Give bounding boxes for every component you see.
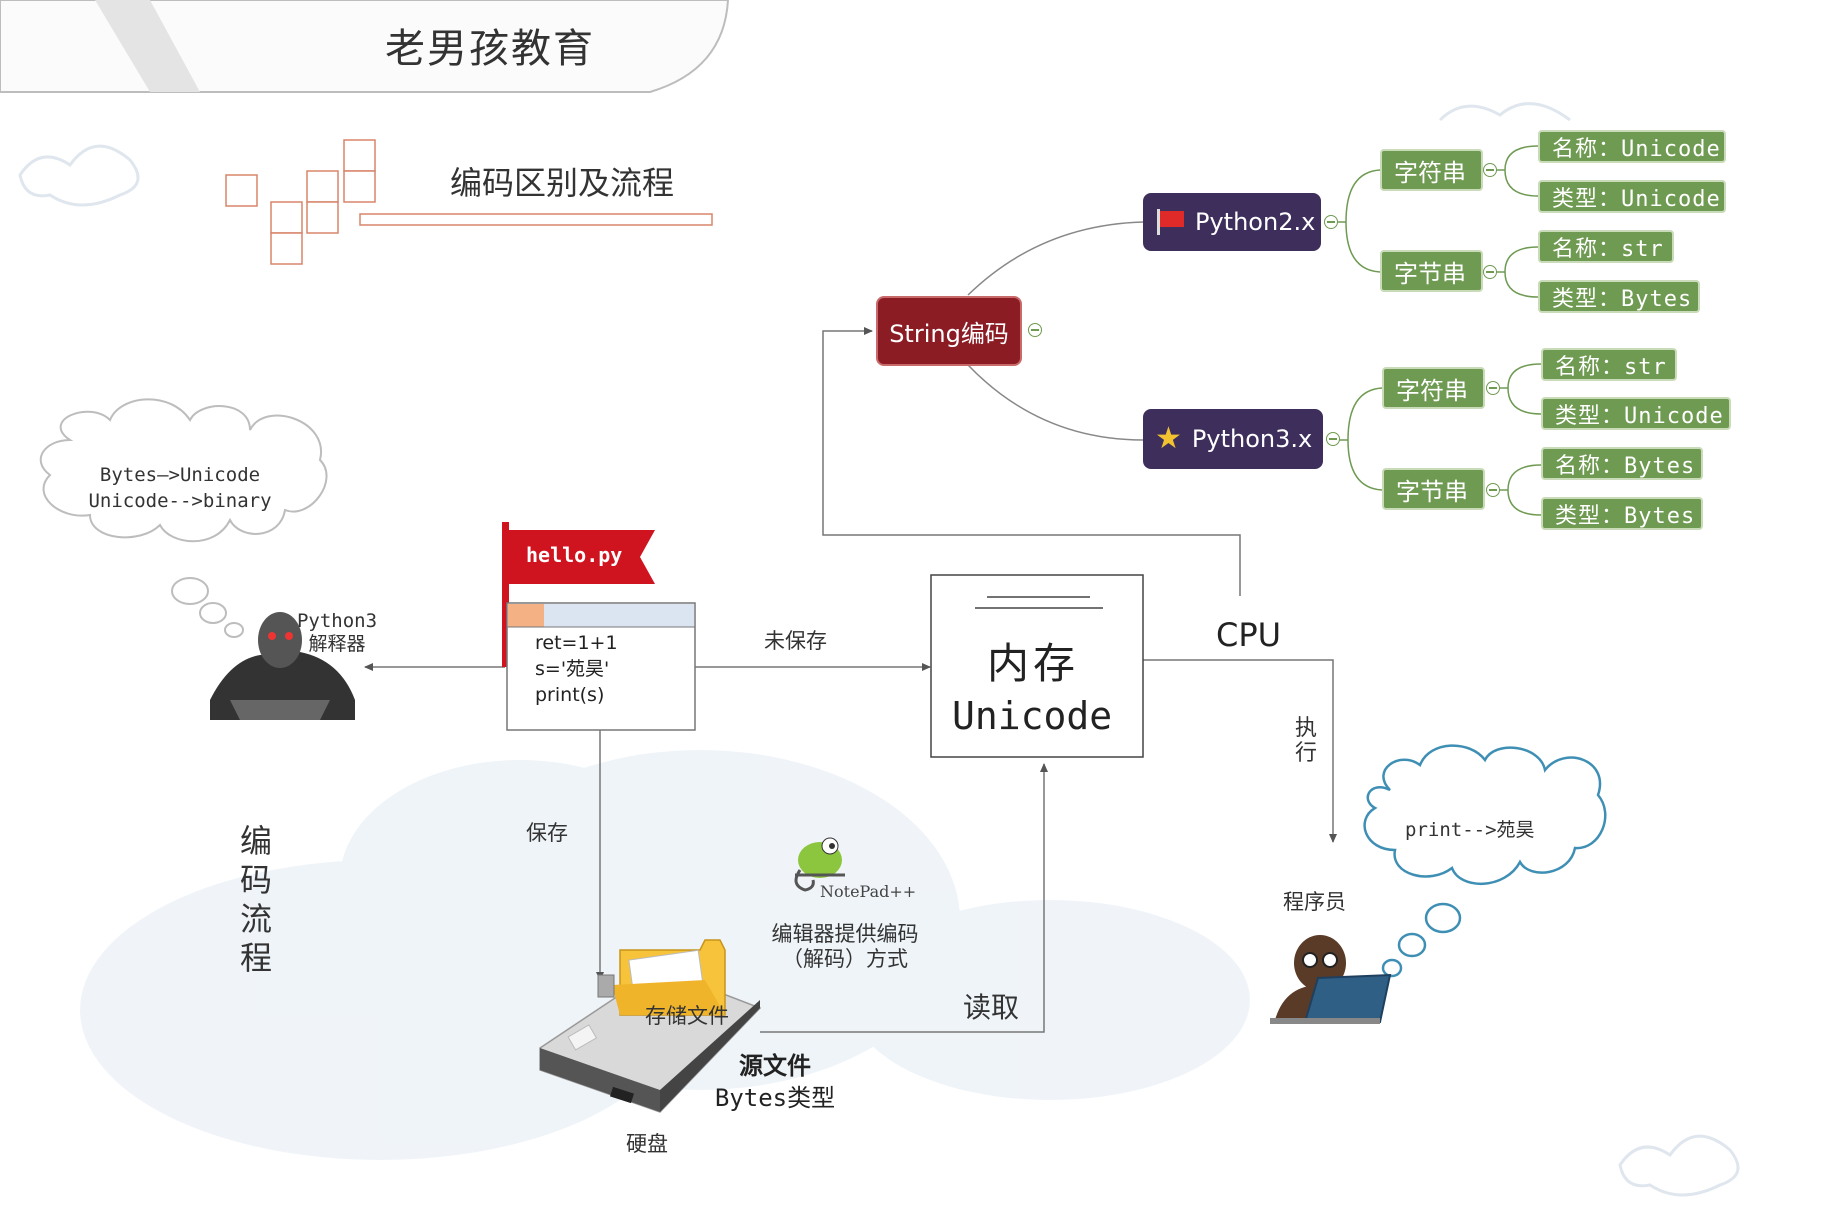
programmer-icon bbox=[1270, 935, 1392, 1024]
collapse-toggle-icon[interactable] bbox=[1483, 265, 1497, 279]
programmer-thought-text: print-->苑昊 bbox=[1405, 819, 1535, 841]
thought-cloud-programmer bbox=[1363, 744, 1607, 978]
star-icon: ★ bbox=[1155, 421, 1182, 456]
background-cloud-decoration bbox=[80, 750, 1250, 1160]
interpreter-label: Python3 解释器 bbox=[296, 610, 378, 655]
code-window bbox=[506, 602, 696, 731]
py3-str-type-tag: 类型：Unicode bbox=[1541, 397, 1731, 430]
read-label: 读取 bbox=[963, 991, 1020, 1024]
programmer-label: 程序员 bbox=[1283, 890, 1346, 914]
disk-label: 硬盘 bbox=[626, 1132, 668, 1156]
mindmap-root-node[interactable]: String编码 bbox=[876, 296, 1022, 366]
root-node-label: String编码 bbox=[889, 319, 1009, 348]
saved-label: 保存 bbox=[526, 821, 568, 845]
thought-cloud-interpreter bbox=[39, 398, 328, 638]
collapse-toggle-icon[interactable] bbox=[1028, 323, 1042, 337]
collapse-toggle-icon[interactable] bbox=[1326, 432, 1340, 446]
header-title: 老男孩教育 bbox=[385, 26, 595, 72]
py3-str-name-tag: 名称：str bbox=[1541, 348, 1677, 381]
py3-bytes-name-tag: 名称：Bytes bbox=[1541, 447, 1703, 480]
hello-py-flag bbox=[502, 522, 655, 667]
collapse-toggle-icon[interactable] bbox=[1324, 215, 1338, 229]
code-lines: ret=1+1 s='苑昊' print(s) bbox=[535, 632, 618, 706]
source-file-label: 源文件 Bytes类型 bbox=[714, 1052, 836, 1112]
collapse-toggle-icon[interactable] bbox=[1486, 381, 1500, 395]
unsaved-label: 未保存 bbox=[764, 629, 827, 653]
folder-icon bbox=[597, 939, 726, 1016]
collapse-toggle-icon[interactable] bbox=[1486, 483, 1500, 497]
python2-label: Python2.x bbox=[1195, 208, 1316, 236]
cpu-label: CPU bbox=[1216, 616, 1282, 654]
py3-str-branch-node[interactable]: 字符串 bbox=[1382, 367, 1485, 409]
py3-bytes-branch-node[interactable]: 字节串 bbox=[1382, 468, 1485, 510]
py2-bytes-branch-node[interactable]: 字节串 bbox=[1380, 250, 1483, 292]
interpreter-thought-text: Bytes—>Unicode Unicode-->binary bbox=[88, 464, 272, 512]
editor-note: 编辑器提供编码 （解码）方式 bbox=[771, 922, 919, 971]
title-squares-decoration bbox=[225, 139, 713, 265]
py2-str-name-tag: 名称：Unicode bbox=[1538, 130, 1726, 163]
memory-box bbox=[930, 574, 1144, 758]
corner-cloud-icon bbox=[18, 102, 1740, 1197]
memory-title: 内存 bbox=[987, 639, 1080, 688]
notepad-label: NotePad++ bbox=[820, 882, 917, 901]
storage-label: 存储文件 bbox=[645, 1004, 729, 1028]
collapse-toggle-icon[interactable] bbox=[1483, 163, 1497, 177]
notepad-plus-plus-icon bbox=[794, 837, 845, 892]
slide-title: 编码区别及流程 bbox=[450, 164, 675, 202]
side-title: 编 码 流 程 bbox=[239, 822, 272, 977]
py2-bytes-name-tag: 名称：str bbox=[1538, 230, 1674, 263]
py3-bytes-type-tag: 类型：Bytes bbox=[1541, 497, 1703, 530]
file-flag-label: hello.py bbox=[526, 543, 623, 567]
execute-label: 执 行 bbox=[1295, 716, 1318, 766]
python3-label: Python3.x bbox=[1191, 425, 1313, 453]
py2-bytes-type-tag: 类型：Bytes bbox=[1538, 280, 1700, 313]
python3-node[interactable]: ★ Python3.x bbox=[1143, 409, 1323, 469]
python2-node[interactable]: Python2.x bbox=[1143, 193, 1321, 251]
flag-icon bbox=[1155, 209, 1185, 235]
python-interpreter-robot-icon bbox=[210, 612, 355, 720]
py2-str-type-tag: 类型：Unicode bbox=[1538, 180, 1726, 213]
py2-str-branch-node[interactable]: 字符串 bbox=[1380, 149, 1483, 191]
memory-subtitle: Unicode bbox=[952, 694, 1113, 738]
